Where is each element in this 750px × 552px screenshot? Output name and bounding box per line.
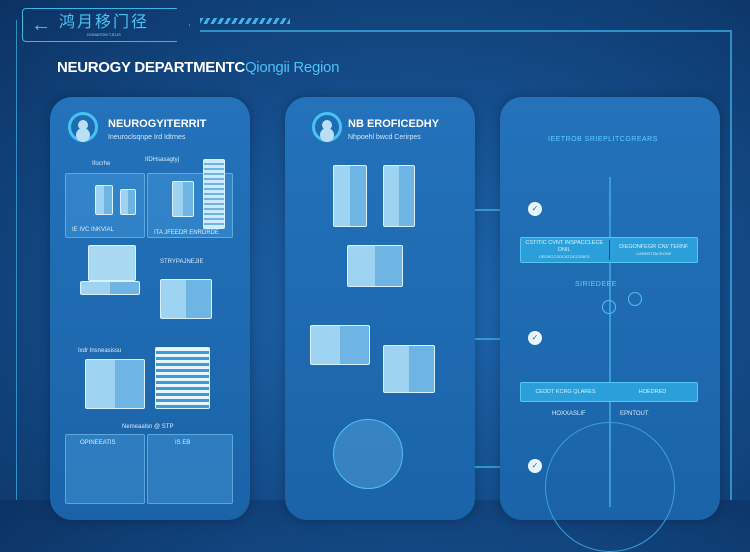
- label: Ifocrhe: [92, 161, 111, 167]
- label: STRYPAJNEJIE: [160, 259, 204, 265]
- label: IIDHsasagtyj: [145, 157, 180, 163]
- building-icon: [383, 345, 435, 393]
- label: ITA JFEEDR ENRDRDE: [154, 230, 219, 236]
- flow-box-subtext: CARNITITACROSE: [636, 250, 672, 256]
- panel-subheading: Nhpoehl bwcd Cerirpes: [348, 134, 421, 141]
- frame-left-bracket: [16, 20, 17, 500]
- cluster-icon: [310, 325, 370, 365]
- panel-left: NEUROGYITERRIT Ineuroclsqnpe Ird Idtrnes…: [50, 97, 250, 520]
- label: Nemeaalsn @ STP: [122, 424, 174, 430]
- label: OPINEEATIS: [80, 440, 116, 446]
- server-icon: [333, 165, 367, 227]
- page-title-region: Qiongii Region: [244, 59, 340, 76]
- tile-bottom-right: [147, 434, 233, 504]
- back-arrow-icon: ←: [31, 14, 51, 36]
- panel-middle: NB EROFICEDHY Nhpoehl bwcd Cerirpes: [285, 97, 475, 520]
- avatar-icon: [312, 112, 342, 142]
- check-icon[interactable]: ✓: [528, 459, 542, 473]
- label: HOXXASLIF: [552, 411, 586, 417]
- globe-icon: [333, 419, 403, 489]
- flow-box-subtext: CEOSCCODCATOCCDSES: [538, 254, 590, 259]
- laptop-base-icon: [80, 281, 140, 295]
- factory-icon: [85, 359, 145, 409]
- dial-icon: [545, 422, 675, 552]
- building-icon: [95, 185, 113, 215]
- flow-box-text: HOEDRED: [638, 388, 667, 395]
- back-button[interactable]: ← 鸿月移门径 DOMATOM TJDJS: [22, 8, 190, 42]
- flow-box-left: CEDDT KCRG QLARES: [524, 389, 607, 396]
- header-title-group: 鸿月移门径 DOMATOM TJDJS: [59, 14, 149, 37]
- database-icon: [347, 245, 403, 287]
- label: EPNTOUT: [620, 411, 649, 417]
- panel-heading: NB EROFICEDHY: [348, 118, 440, 130]
- panel-heading: NEUROGYITERRIT: [108, 118, 207, 130]
- server-disk-icon: [383, 165, 415, 227]
- panel-right: IEETROB SRIEPLITCGREARS ✓ CSTITIC CVNT I…: [500, 97, 720, 552]
- frame-right-line: [730, 30, 732, 500]
- building-icon: [120, 189, 136, 215]
- laptop-icon: [88, 245, 136, 281]
- flow-box-top: CSTITIC CVNT INSPACCLECE DNIL CEOSCCODCA…: [520, 237, 698, 263]
- avatar-icon: [68, 112, 98, 142]
- flow-box-text: CEDDT KCRG QLARES: [535, 388, 596, 395]
- divider: [608, 240, 610, 260]
- flow-box-left: CSTITIC CVNT INSPACCLECE DNIL CEOSCCODCA…: [524, 240, 605, 260]
- label: IE IVC INKVIAL: [72, 227, 115, 233]
- page-title: NEUROGY DEPARTMENTCQiongii Region: [57, 59, 339, 76]
- section-label: SIRIEDEEE: [575, 281, 617, 288]
- node-icon: [628, 292, 642, 306]
- header-subtitle: DOMATOM TJDJS: [87, 31, 121, 37]
- flow-box-text: CSTITIC CVNT INSPACCLECE DNIL: [525, 240, 604, 253]
- decorative-stripes: [200, 18, 290, 24]
- page-title-main: NEUROGY DEPARTMENTC: [57, 59, 245, 76]
- frame-top-line: [200, 30, 730, 32]
- node-icon: [602, 300, 616, 314]
- device-icon: [160, 279, 212, 319]
- flow-box-right: HOEDRED: [611, 389, 694, 396]
- panel-heading: IEETROB SRIEPLITCGREARS: [548, 136, 658, 143]
- flow-box-right: DIEGONFEGR CNI/ TERNF CARNITITACROSE: [614, 244, 695, 257]
- flow-box-bottom: CEDDT KCRG QLARES HOEDRED: [520, 382, 698, 402]
- server-stack-icon: [155, 347, 210, 409]
- header-title: 鸿月移门径: [59, 13, 150, 31]
- label: IS EB: [175, 440, 191, 446]
- panel-subheading: Ineuroclsqnpe Ird Idtrnes: [108, 134, 186, 141]
- machine-icon: [172, 181, 194, 217]
- flow-box-text: DIEGONFEGR CNI/ TERNF: [619, 243, 689, 250]
- tower-icon: [203, 159, 225, 229]
- label: Ixdr Insneasissu: [78, 348, 122, 354]
- check-icon[interactable]: ✓: [528, 202, 542, 216]
- check-icon[interactable]: ✓: [528, 331, 542, 345]
- flow-line: [609, 177, 611, 507]
